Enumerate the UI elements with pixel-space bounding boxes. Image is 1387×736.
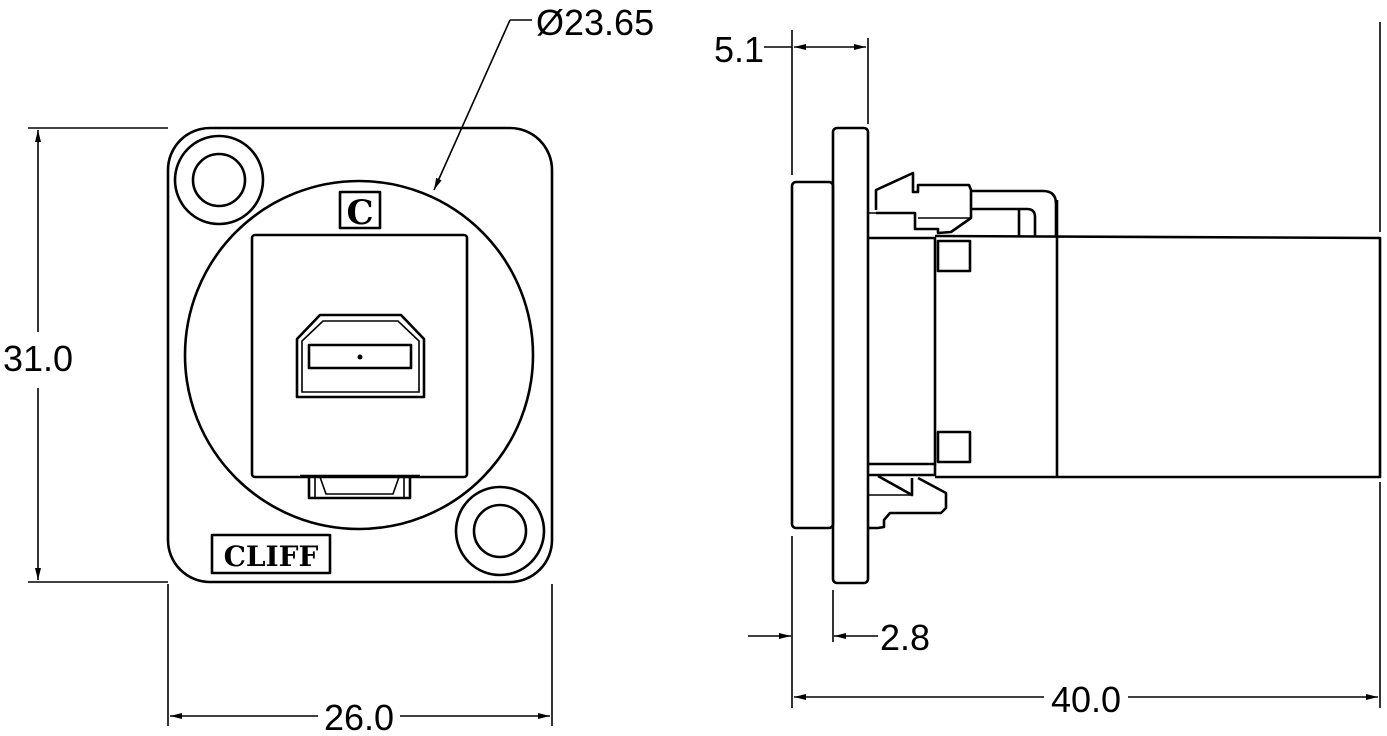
mounting-hole-bottom-right <box>472 503 528 559</box>
usb-contact-slot <box>307 343 413 370</box>
mounting-plate <box>166 126 554 584</box>
flange-depth-dimension: 5.1 <box>714 29 764 70</box>
front-lip <box>790 180 835 530</box>
height-dimension: 31.0 <box>3 338 73 379</box>
connector-body-circle <box>183 179 535 531</box>
diameter-dimension: Ø23.65 <box>536 2 654 43</box>
mounting-hole-top-left-outer <box>173 134 265 226</box>
clip-top <box>874 171 973 235</box>
marker-box <box>338 190 382 230</box>
latch-top <box>936 239 972 273</box>
marker-label: C <box>346 193 373 233</box>
length-dimension: 40.0 <box>1051 679 1121 720</box>
side-dimensions: 5.1 2.8 40.0 <box>714 22 1381 720</box>
mounting-hole-top-left <box>191 152 247 208</box>
flange <box>831 126 870 585</box>
width-dimension: 26.0 <box>324 697 394 736</box>
brand-label: CLIFF <box>224 540 319 573</box>
flange-thickness-dimension: 2.8 <box>880 617 930 658</box>
side-view <box>790 126 1382 585</box>
rear-body <box>934 234 1382 479</box>
front-view: C CLIFF <box>166 126 554 584</box>
mounting-hole-bottom-right-outer <box>454 485 546 577</box>
usb-b-port <box>295 313 426 399</box>
body-section <box>868 236 937 466</box>
front-dimensions: 31.0 26.0 Ø23.65 <box>3 2 654 736</box>
brand-box <box>210 533 332 575</box>
latch-bottom <box>936 430 972 464</box>
